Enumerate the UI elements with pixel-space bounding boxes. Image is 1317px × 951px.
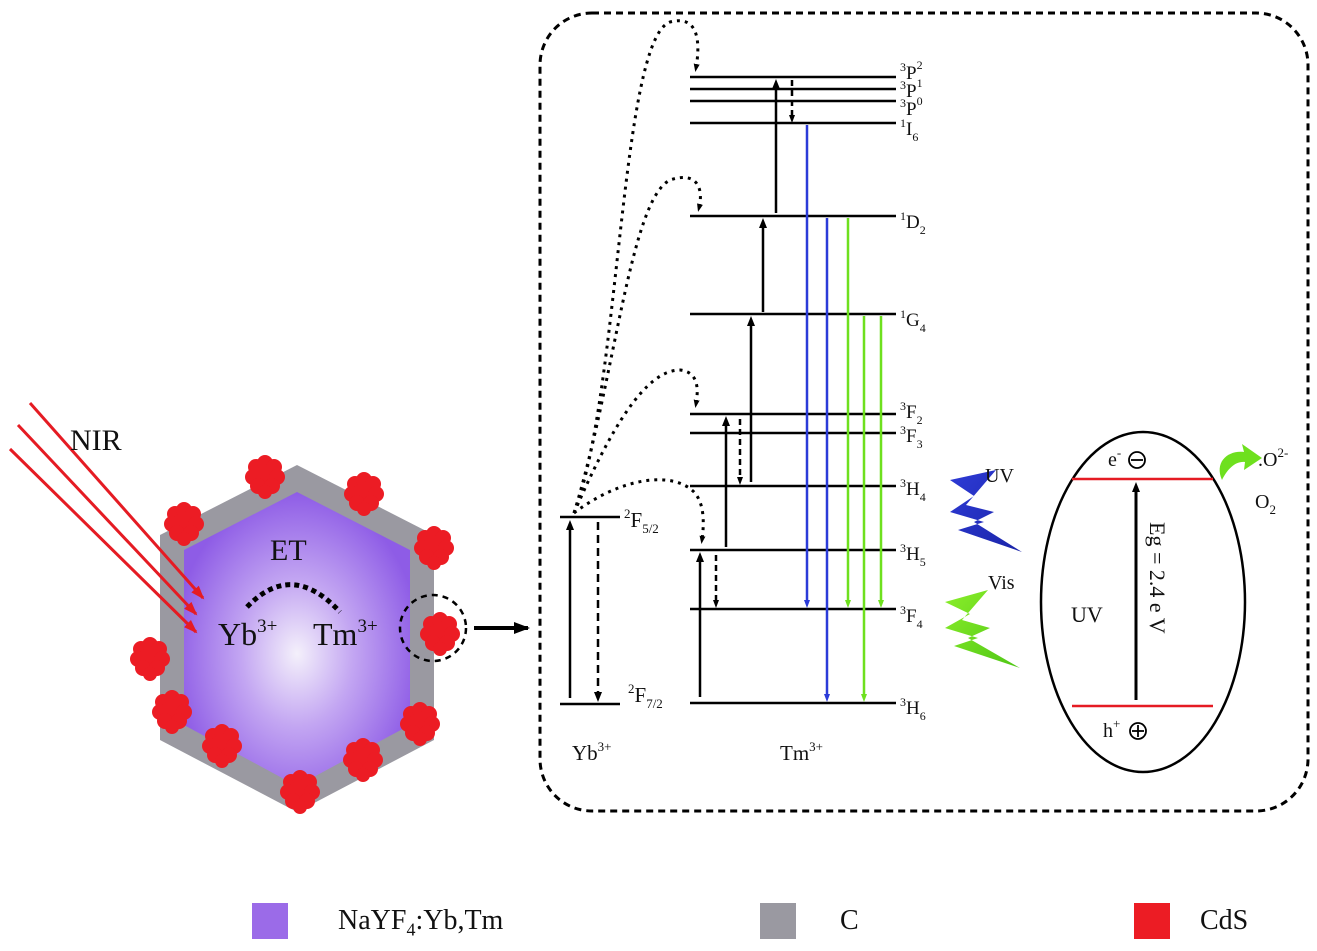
- nanoparticle: NIR ET Yb3+ Tm3+: [8, 402, 530, 814]
- tm-level-label-3f2: 3F2: [900, 399, 923, 427]
- tm-level-label-3p2: 3P2: [900, 58, 923, 84]
- nir-ray: [28, 402, 205, 600]
- hole-label: h+: [1103, 716, 1120, 742]
- tm-level-label-3f3: 3F3: [900, 423, 923, 451]
- cds-cluster: [280, 770, 320, 814]
- vis-label: Vis: [988, 572, 1015, 594]
- uv-label: UV: [985, 465, 1014, 487]
- tm-level-label-3p1: 3P1: [900, 76, 923, 102]
- nir-label: NIR: [70, 424, 122, 457]
- electron-symbol-icon: [1128, 451, 1146, 469]
- et-curve: [573, 478, 706, 544]
- tm-level-label-3f4: 3F4: [900, 603, 923, 631]
- hole-symbol-icon: [1129, 722, 1147, 740]
- band-gap-label: Eg = 2.4 e V: [1145, 522, 1170, 634]
- tm-ion-label: Tm3+: [313, 616, 378, 652]
- yb-level-2f52-label: 2F5/2: [624, 506, 659, 536]
- legend-swatch-cds: [1134, 903, 1170, 939]
- uv-bolt-icon: [950, 470, 1022, 552]
- tm-excitation-arrows: [696, 79, 780, 697]
- energy-panel-frame: [538, 11, 1310, 813]
- nayf4-core: [184, 492, 410, 786]
- superoxide-label: .O2-: [1258, 445, 1288, 471]
- tm-relaxation-arrows: [713, 80, 795, 608]
- tm-level-label-1g4: 1G4: [900, 307, 926, 335]
- o2-label: O2: [1255, 491, 1276, 517]
- nir-ray: [8, 447, 198, 634]
- band-ellipse: [1039, 430, 1247, 774]
- zoom-circle: [398, 593, 468, 663]
- tm-level-label-3h5: 3H5: [900, 541, 926, 569]
- legend-label-nayf4: NaYF4:Yb,Tm: [338, 905, 504, 940]
- legend-swatch-nayf4: [252, 903, 288, 939]
- yb-ion-label: Yb3+: [218, 616, 277, 652]
- yb-column-label: Yb3+: [572, 739, 612, 765]
- electron-label: e-: [1108, 445, 1121, 471]
- legend-label-carbon: C: [840, 905, 859, 936]
- emission-bolts: UV Vis: [945, 465, 1022, 668]
- band-uv-label: UV: [1071, 602, 1103, 627]
- yb-tm-energy-transfer: [572, 19, 706, 544]
- legend-label-cds: CdS: [1200, 905, 1249, 936]
- superoxide-arrow-icon: [1219, 444, 1262, 480]
- tm-level-label-3h6: 3H6: [900, 695, 926, 723]
- yb-level-2f72-label: 2F7/2: [628, 681, 663, 711]
- et-transfer-arc: [245, 582, 342, 614]
- tm-level-label-1d2: 1D2: [900, 209, 926, 237]
- tm-level-label-3p0: 3P0: [900, 94, 923, 120]
- tm-level-label-3h4: 3H4: [900, 476, 926, 504]
- et-curve: [572, 368, 700, 514]
- tm-column-label: Tm3+: [780, 739, 823, 765]
- et-label: ET: [270, 534, 307, 567]
- vis-bolt-icon: [945, 590, 1020, 668]
- tm-levels: [690, 75, 896, 705]
- energy-level-diagram: 2F5/2 2F7/2 3P2 3P1 3P0 1I6 1D2 1G4 3F2 …: [560, 19, 926, 765]
- et-curve: [572, 176, 703, 514]
- et-curve: [572, 19, 700, 514]
- tm-level-label-1i6: 1I6: [900, 116, 918, 144]
- cds-band-diagram: e- h+ Eg = 2.4 e V UV .O2- O2: [1039, 430, 1288, 774]
- legend-swatch-carbon: [760, 903, 796, 939]
- nir-ray: [16, 423, 198, 616]
